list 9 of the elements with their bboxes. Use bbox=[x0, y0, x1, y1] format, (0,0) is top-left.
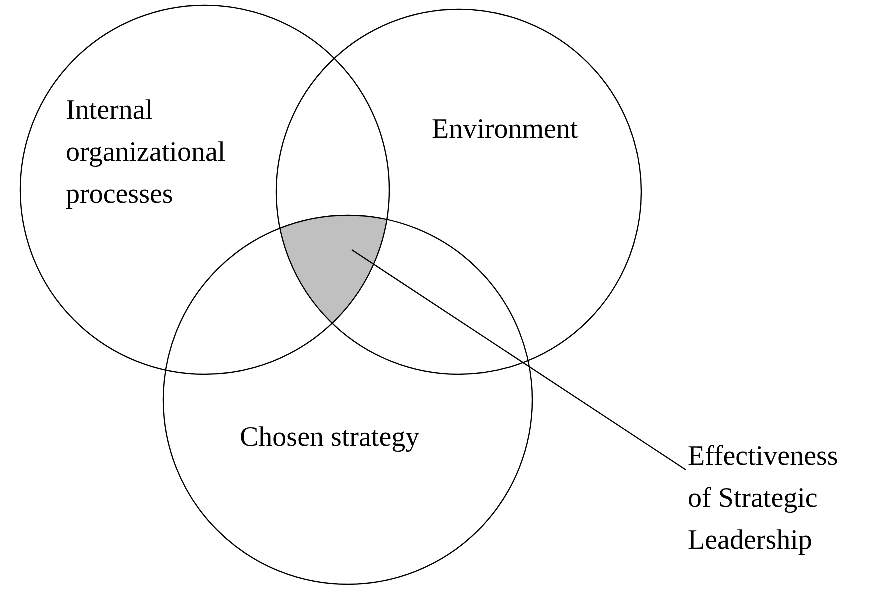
venn-circle bbox=[20, 5, 390, 375]
circle-label: Internal organizational processes bbox=[66, 94, 227, 212]
shaded-intersection bbox=[280, 215, 388, 324]
venn-circle bbox=[163, 215, 533, 585]
circle-label: Chosen strategy bbox=[240, 421, 421, 455]
callout-text: Effectiveness of Strategic Leadership bbox=[688, 440, 840, 558]
venn-circle bbox=[276, 9, 642, 375]
leader-line bbox=[352, 250, 686, 470]
circle-label: Environment bbox=[432, 113, 580, 147]
